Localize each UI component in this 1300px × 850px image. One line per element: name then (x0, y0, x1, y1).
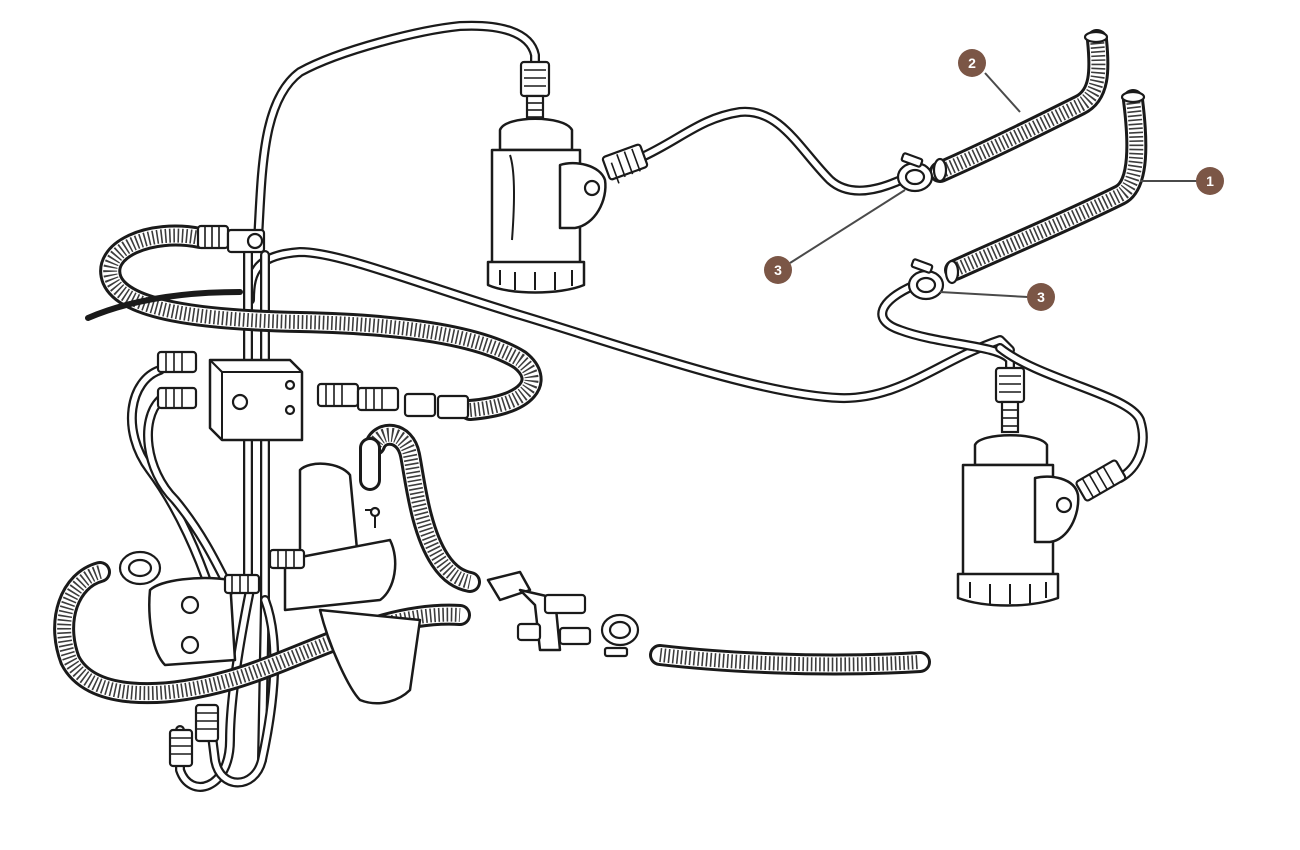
leader-line-3a (789, 189, 906, 264)
rigid-pipes (126, 20, 1148, 792)
loose-fittings (486, 570, 640, 658)
upper-fuel-pump (486, 60, 649, 294)
callout-label-1: 1 (1206, 173, 1214, 189)
callout-3a: 3 (764, 256, 792, 284)
fuel-hose-2 (929, 29, 1110, 183)
hose-clip-upper (896, 152, 948, 193)
callout-label-2: 2 (968, 55, 976, 71)
callout-label-3a: 3 (774, 262, 782, 278)
fuel-hose-1 (944, 89, 1148, 281)
leader-line-3b (939, 291, 1029, 298)
leader-lines (789, 72, 1197, 298)
left-fittings (156, 224, 470, 442)
callout-3b: 3 (1027, 283, 1055, 311)
hose-clip-lower (907, 258, 960, 301)
callout-1: 1 (1196, 167, 1224, 195)
callout-2: 2 (958, 49, 986, 77)
callout-label-3b: 3 (1037, 289, 1045, 305)
leader-line-2 (984, 72, 1021, 113)
carburettor-assembly (118, 462, 422, 768)
lower-fuel-pump (956, 366, 1127, 607)
